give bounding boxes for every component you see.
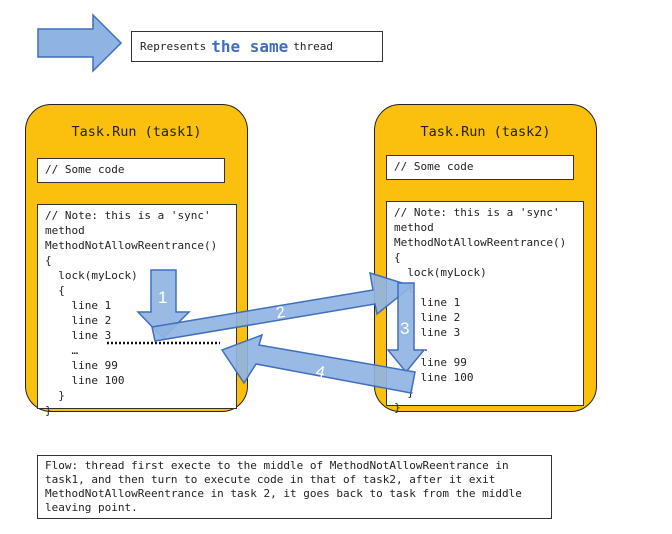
task1-code-line: line 2 — [45, 314, 112, 327]
task2-code-line: method — [394, 221, 434, 234]
legend-box: Represents the same thread — [131, 31, 383, 62]
task2-code-line: line 100 — [394, 371, 474, 384]
task2-code-line: // Note: this is a 'sync' — [394, 206, 560, 219]
flow-arrow-4-label: 4 — [314, 363, 326, 381]
flow-arrow-2-label: 2 — [275, 304, 287, 322]
task2-code-line: lock(myLock) — [394, 266, 487, 279]
task2-code-line: line 99 — [394, 356, 467, 369]
task2-code-line: MethodNotAllowReentrance() — [394, 236, 567, 249]
task2-code-line: { — [394, 251, 401, 264]
legend-arrow-icon — [37, 13, 123, 73]
task2-code-line: line 3 — [394, 326, 461, 339]
task2-code-line: } — [394, 401, 401, 414]
task2-method-box: // Note: this is a 'sync' method MethodN… — [386, 201, 584, 414]
task1-code-line: line 1 — [45, 299, 112, 312]
task1-code-line: { — [45, 254, 52, 267]
task2-code-line: … — [420, 341, 428, 354]
task1-some-code-text: // Some code — [45, 163, 125, 176]
legend-emphasis: the same — [211, 37, 289, 56]
task1-code-line: // Note: this is a 'sync' — [45, 209, 211, 222]
task1-code-line: } — [45, 404, 52, 417]
legend-prefix: Represents — [140, 40, 207, 53]
task2-code-line: line 2 — [394, 311, 461, 324]
task1-code-line: } — [45, 389, 65, 402]
flow-arrow-1-label: 1 — [158, 288, 167, 307]
task2-some-code: // Some code — [386, 155, 574, 180]
task1-code-line: method — [45, 224, 85, 237]
flow-arrow-3-label: 3 — [400, 319, 409, 338]
task1-code-line: line 99 — [45, 359, 118, 372]
task1-code-line: line 3 — [45, 329, 112, 342]
flow-arrow-3 — [386, 282, 426, 374]
task1-title: Task.Run (task1) — [71, 124, 202, 140]
task1-code-line: { — [45, 284, 65, 297]
task2-code-line: line 1 — [394, 296, 461, 309]
task1-method-box: // Note: this is a 'sync' method MethodN… — [37, 204, 237, 417]
legend-suffix: thread — [293, 40, 334, 53]
task1-some-code: // Some code — [37, 158, 225, 183]
task2-title: Task.Run (task2) — [420, 124, 551, 140]
task1-code-line: line 100 — [45, 374, 125, 387]
flow-arrow-2 — [151, 271, 414, 342]
task1-code-line: MethodNotAllowReentrance() — [45, 239, 218, 252]
task2-some-code-text: // Some code — [394, 160, 474, 173]
flow-arrow-4 — [220, 333, 416, 394]
task1-code-line: lock(myLock) — [45, 269, 138, 282]
task1-code-line: … — [45, 344, 79, 357]
flow-note: Flow: thread first execte to the middle … — [37, 455, 552, 519]
